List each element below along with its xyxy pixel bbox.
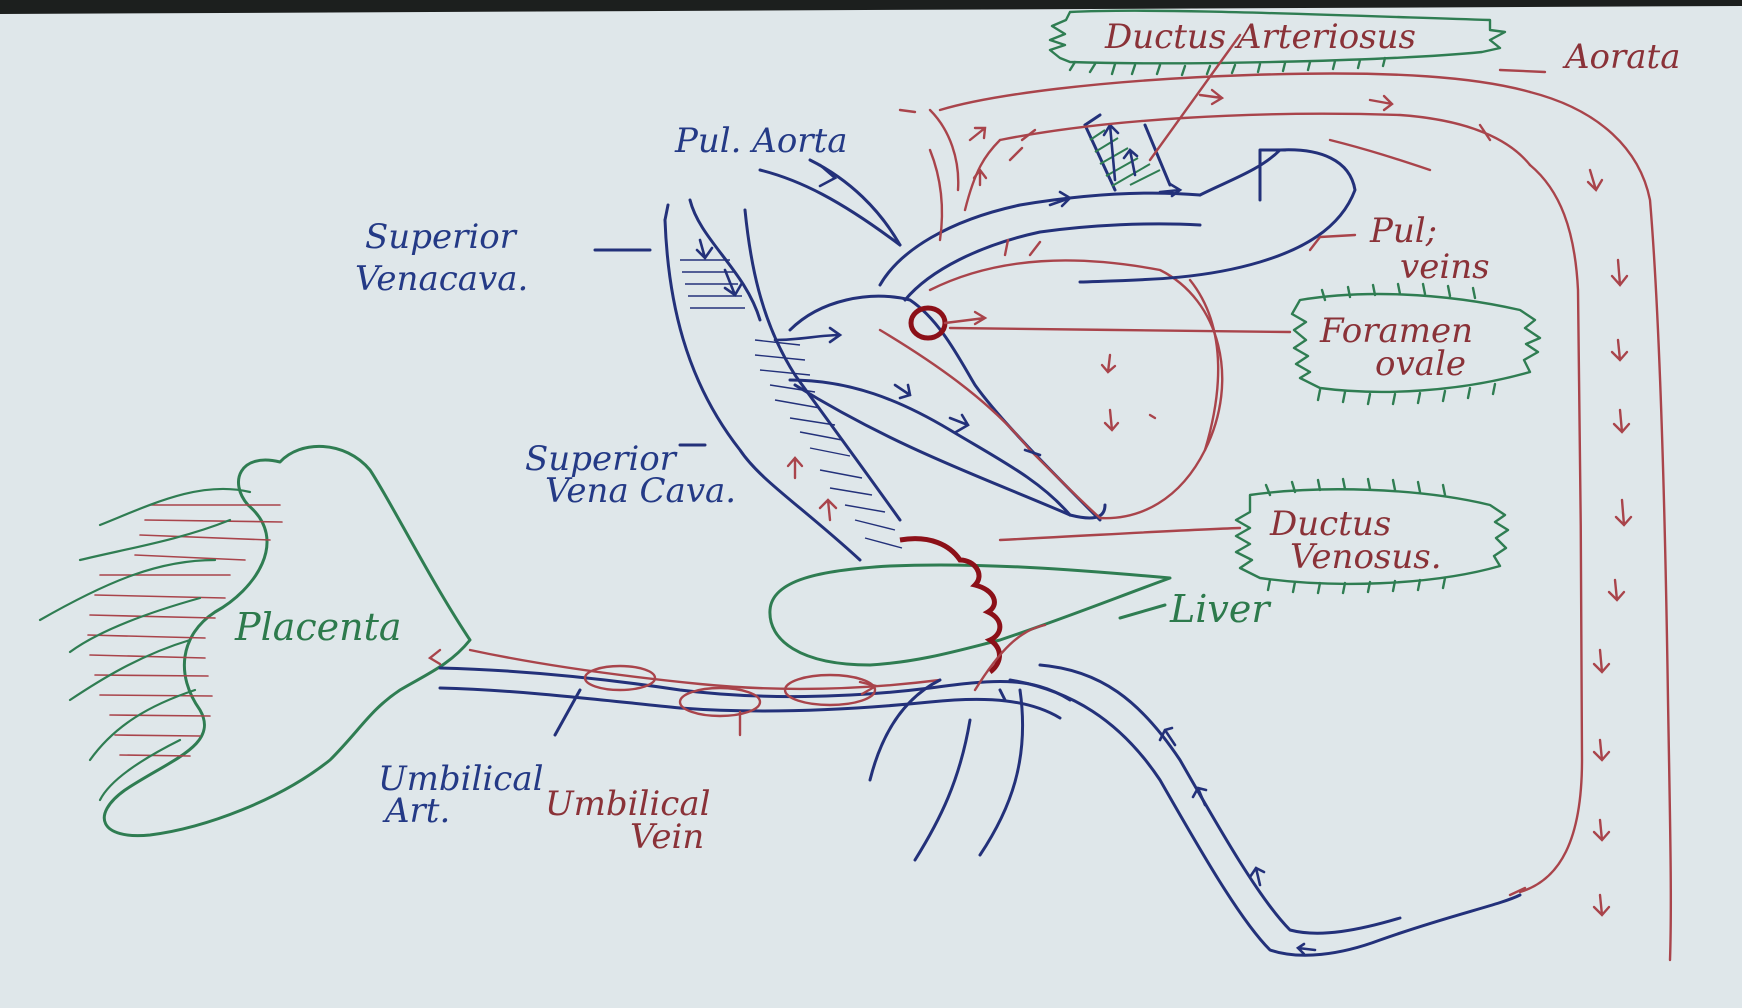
paper-sheet (0, 6, 1742, 1008)
label-ductus-venosus-line2: Venosus. (1290, 537, 1442, 577)
label-placenta: Placenta (234, 605, 402, 649)
label-umbilical-art-line2: Art. (382, 791, 450, 831)
label-pul-veins-line1: Pul; (1369, 211, 1437, 251)
label-superior-venacava-line2: Venacava. (355, 259, 528, 299)
label-liver: Liver (1169, 587, 1272, 631)
label-umbilical-vein-line2: Vein (630, 817, 704, 857)
label-aorta: Aorata (1562, 37, 1680, 77)
label-foramen-ovale-line2: ovale (1375, 344, 1466, 384)
label-pul-aorta: Pul. Aorta (674, 121, 847, 161)
label-ductus-arteriosus: Ductus Arteriosus (1104, 17, 1416, 57)
label-superior-venacava-line1: Superior (365, 217, 518, 257)
label-pul-veins-line2: veins (1400, 247, 1490, 287)
label-superior-vena-cava-line2: Vena Cava. (545, 471, 736, 511)
